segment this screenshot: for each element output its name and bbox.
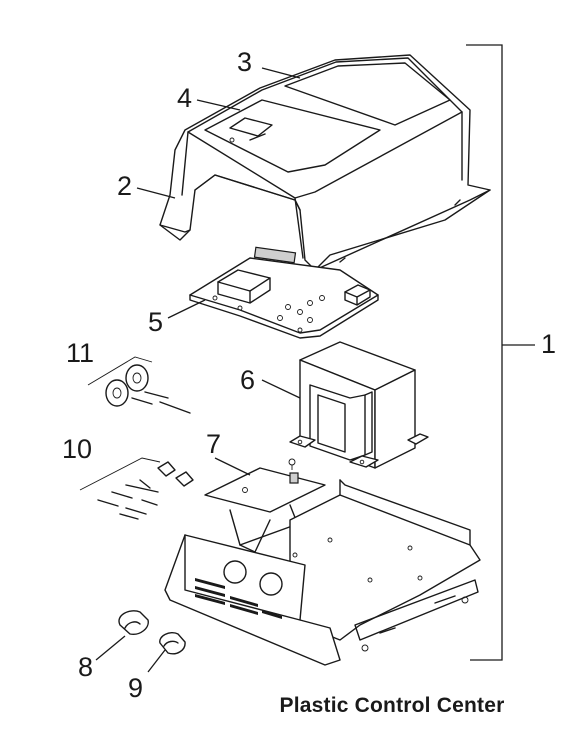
callout-11: 11: [66, 338, 94, 368]
callout-8: 8: [78, 652, 93, 682]
spacer-kit-drawing: [87, 356, 191, 414]
callout-2: 2: [117, 171, 132, 201]
callout-6: 6: [240, 365, 255, 395]
callout-1: 1: [541, 329, 556, 359]
callout-labels: 1 2 3 4 5 6 7 8 9 10 11: [62, 47, 556, 703]
cable-clamp-drawing: [118, 610, 186, 655]
callout-5: 5: [148, 307, 163, 337]
callout-10: 10: [62, 434, 92, 464]
transformer-drawing: [289, 341, 429, 469]
assembly-bracket: [466, 44, 535, 661]
callout-leaders: [95, 67, 301, 673]
callout-7: 7: [206, 429, 221, 459]
callout-4: 4: [177, 83, 192, 113]
callout-9: 9: [128, 673, 143, 703]
base-plate-drawing: [164, 479, 481, 666]
cover-drawing: [159, 54, 491, 271]
callout-3: 3: [237, 47, 252, 77]
diagram-caption: Plastic Control Center: [279, 694, 505, 717]
hardware-kit-drawing: [79, 457, 194, 520]
circuit-board-drawing: [189, 246, 379, 339]
